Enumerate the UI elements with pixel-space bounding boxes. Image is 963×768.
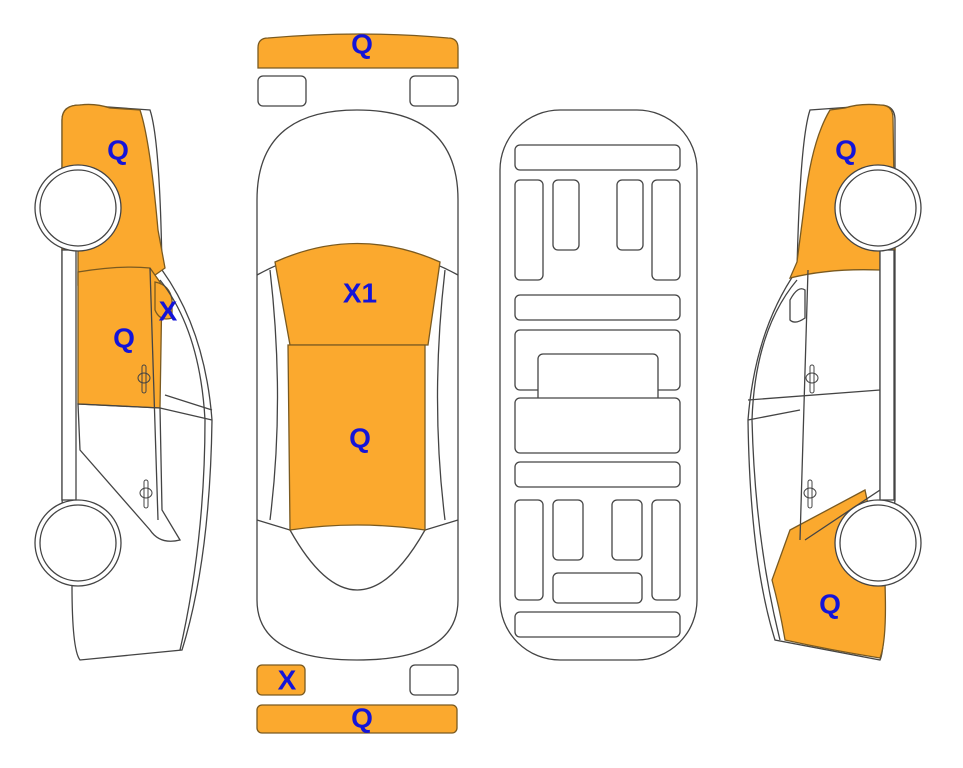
left-side-view: Q X Q (34, 103, 213, 661)
front-right-light (409, 75, 459, 107)
front-left-light (257, 75, 307, 107)
damage-label: Q (113, 322, 135, 353)
front-bumper[interactable] (257, 33, 459, 69)
damage-label: X (159, 295, 178, 326)
undercarriage-view (499, 109, 698, 661)
top-view: Q X1 Q X Q (256, 28, 459, 734)
damage-label: Q (351, 28, 373, 59)
damage-label: X (278, 664, 297, 695)
left-front-door[interactable] (77, 266, 163, 409)
right-rocker-panel (879, 249, 895, 501)
rear-right-light (409, 664, 459, 696)
roof[interactable] (287, 344, 426, 531)
right-front-tire (839, 169, 917, 247)
right-side-view: Q Q (747, 103, 922, 661)
left-front-tire (39, 169, 117, 247)
left-door-handle-icon (137, 364, 153, 509)
damage-label: Q (819, 588, 841, 619)
rear-left-light[interactable] (256, 664, 306, 696)
damage-label: Q (351, 702, 373, 733)
left-rear-tire (39, 504, 117, 582)
right-mirror (789, 288, 806, 323)
windshield-hood[interactable] (274, 242, 441, 346)
damage-label: X1 (343, 277, 377, 308)
left-rocker-panel (61, 249, 77, 501)
damage-label: Q (349, 422, 371, 453)
damage-label: Q (835, 134, 857, 165)
damage-label: Q (107, 134, 129, 165)
right-door-handle-icon (803, 364, 819, 509)
rear-bumper[interactable] (256, 704, 458, 734)
right-rear-tire (839, 504, 917, 582)
